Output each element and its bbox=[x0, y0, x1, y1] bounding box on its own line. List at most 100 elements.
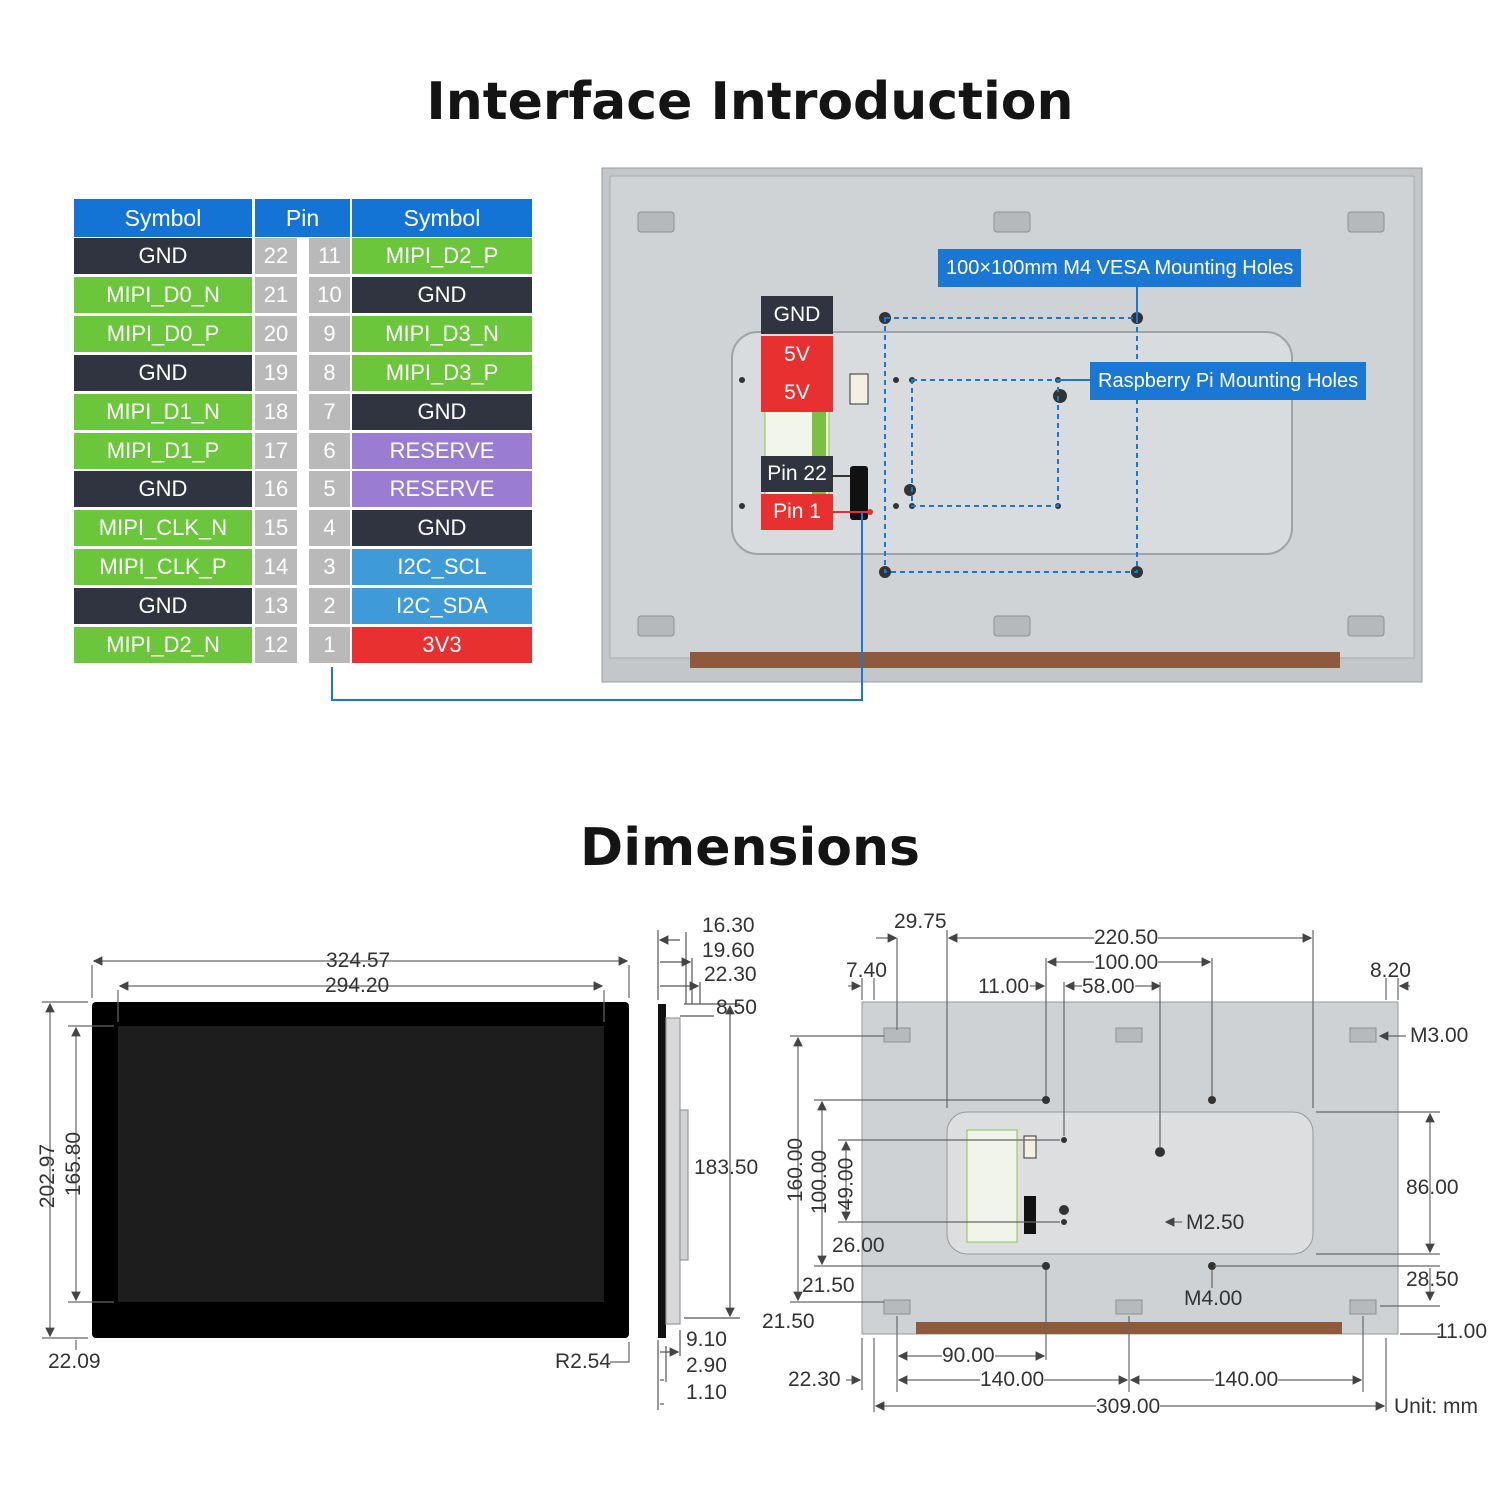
rpi-holes-callout: Raspberry Pi Mounting Holes bbox=[1090, 362, 1367, 400]
dim-back-100: 100.00 bbox=[1094, 951, 1159, 975]
dim-back-90: 90.00 bbox=[942, 1344, 995, 1368]
dim-side-t2: 19.60 bbox=[702, 939, 755, 962]
pin-symbol-right: MIPI_D3_P bbox=[352, 355, 532, 391]
dim-back-7-40: 7.40 bbox=[846, 959, 887, 982]
dim-back-28-50: 28.50 bbox=[1406, 1268, 1459, 1291]
header-symbol-right: Symbol bbox=[352, 199, 532, 237]
dim-back-220-50: 220.50 bbox=[1094, 926, 1159, 950]
pin1-connector-line bbox=[331, 512, 863, 701]
pin-number-left: 17 bbox=[255, 433, 297, 469]
pin-number-left: 19 bbox=[255, 355, 297, 391]
header-pin: Pin bbox=[255, 199, 350, 237]
dim-back-309: 309.00 bbox=[1096, 1395, 1161, 1419]
pin-symbol-right: I2C_SDA bbox=[352, 588, 532, 624]
pin-symbol-right: RESERVE bbox=[352, 471, 532, 507]
dim-back-m4: M4.00 bbox=[1184, 1287, 1243, 1310]
pin-number-left: 21 bbox=[255, 277, 297, 313]
pin-symbol-left: GND bbox=[74, 471, 252, 507]
pin-symbol-left: MIPI_D0_N bbox=[74, 277, 252, 313]
dim-back-29-75: 29.75 bbox=[894, 910, 947, 933]
dim-front-height-inner: 165.80 bbox=[62, 1131, 86, 1197]
dim-back-v160: 160.00 bbox=[784, 1137, 808, 1203]
dim-back-8-20: 8.20 bbox=[1370, 959, 1411, 982]
pin-number-left: 16 bbox=[255, 471, 297, 507]
dim-front-corner: 22.09 bbox=[48, 1350, 101, 1373]
pin-symbol-right: MIPI_D3_N bbox=[352, 316, 532, 352]
dim-side-b3: 1.10 bbox=[686, 1381, 727, 1404]
pin-number-left: 22 bbox=[255, 238, 297, 274]
dim-back-11b: 11.00 bbox=[1436, 1320, 1487, 1343]
pin-symbol-left: MIPI_D1_P bbox=[74, 433, 252, 469]
pin-number-left: 14 bbox=[255, 549, 297, 585]
pin-symbol-left: MIPI_CLK_P bbox=[74, 549, 252, 585]
pin-symbol-right: GND bbox=[352, 394, 532, 430]
pin-symbol-right: MIPI_D2_P bbox=[352, 238, 532, 274]
dim-side-t4: 8.50 bbox=[716, 996, 757, 1019]
pin-symbol-left: MIPI_D2_N bbox=[74, 627, 252, 663]
pin-number-right: 8 bbox=[309, 355, 350, 391]
dim-side-t1: 16.30 bbox=[702, 914, 755, 937]
back-view bbox=[861, 1001, 1399, 1335]
pin-symbol-left: GND bbox=[74, 238, 252, 274]
vesa-holes-callout: 100×100mm M4 VESA Mounting Holes bbox=[938, 249, 1302, 287]
dim-back-140a: 140.00 bbox=[980, 1368, 1045, 1392]
pin-symbol-right: I2C_SCL bbox=[352, 549, 532, 585]
pin-number-left: 20 bbox=[255, 316, 297, 352]
pin-symbol-left: MIPI_D1_N bbox=[74, 394, 252, 430]
dim-back-v100: 100.00 bbox=[808, 1149, 832, 1215]
pin-number-left: 18 bbox=[255, 394, 297, 430]
interface-title: Interface Introduction bbox=[426, 72, 1074, 132]
pin-number-right: 7 bbox=[309, 394, 350, 430]
dim-front-width-outer: 324.57 bbox=[326, 949, 391, 972]
pin-number-right: 11 bbox=[309, 238, 350, 274]
pin-number-right: 1 bbox=[309, 627, 350, 663]
power-label-5v-a: 5V bbox=[761, 336, 833, 374]
dim-back-21-50b: 21.50 bbox=[762, 1310, 815, 1333]
dim-side-b2: 2.90 bbox=[686, 1354, 727, 1377]
pin-symbol-right: GND bbox=[352, 277, 532, 313]
device-rear-view: GND 5V 5V Pin 22 Pin 1 100×100mm M4 VESA… bbox=[601, 167, 1423, 683]
pin-number-right: 2 bbox=[309, 588, 350, 624]
power-label-gnd: GND bbox=[761, 296, 833, 334]
pin-number-left: 13 bbox=[255, 588, 297, 624]
pin-symbol-left: GND bbox=[74, 588, 252, 624]
dim-back-v49: 49.00 bbox=[834, 1157, 858, 1211]
dim-side-b1: 9.10 bbox=[686, 1328, 727, 1351]
pin-number-left: 12 bbox=[255, 627, 297, 663]
side-view bbox=[657, 930, 740, 1410]
pin-symbol-right: RESERVE bbox=[352, 433, 532, 469]
dimensions-title: Dimensions bbox=[580, 818, 920, 878]
pin-symbol-right: GND bbox=[352, 510, 532, 546]
power-label-5v-b: 5V bbox=[761, 374, 833, 412]
pin1-label: Pin 1 bbox=[761, 494, 833, 530]
pin-number-right: 9 bbox=[309, 316, 350, 352]
dim-front-radius: R2.54 bbox=[555, 1350, 612, 1373]
dim-back-140b: 140.00 bbox=[1214, 1368, 1279, 1392]
pin-number-left: 15 bbox=[255, 510, 297, 546]
pin-symbol-left: MIPI_D0_P bbox=[74, 316, 252, 352]
dim-back-22-30: 22.30 bbox=[788, 1368, 841, 1391]
dim-side-height: 183.50 bbox=[694, 1156, 759, 1179]
dim-back-11: 11.00 bbox=[978, 975, 1029, 998]
dim-back-m3: M3.00 bbox=[1410, 1024, 1469, 1047]
pin-number-right: 5 bbox=[309, 471, 350, 507]
dim-side-t3: 22.30 bbox=[704, 963, 757, 986]
dim-back-58: 58.00 bbox=[1082, 975, 1135, 999]
pin22-label: Pin 22 bbox=[761, 456, 833, 492]
dim-back-26: 26.00 bbox=[832, 1234, 885, 1257]
pin-number-right: 10 bbox=[309, 277, 350, 313]
pin-symbol-right: 3V3 bbox=[352, 627, 532, 663]
dim-back-86: 86.00 bbox=[1406, 1176, 1459, 1199]
dim-front-width-inner: 294.20 bbox=[325, 974, 390, 997]
header-symbol-left: Symbol bbox=[74, 199, 252, 237]
pin-symbol-left: GND bbox=[74, 355, 252, 391]
pin-number-right: 6 bbox=[309, 433, 350, 469]
front-screen bbox=[118, 1026, 604, 1302]
pin-number-right: 4 bbox=[309, 510, 350, 546]
unit-label: Unit: mm bbox=[1394, 1395, 1478, 1418]
pin-symbol-left: MIPI_CLK_N bbox=[74, 510, 252, 546]
dim-back-21-50a: 21.50 bbox=[802, 1274, 855, 1297]
dim-front-height-outer: 202.97 bbox=[36, 1143, 60, 1209]
